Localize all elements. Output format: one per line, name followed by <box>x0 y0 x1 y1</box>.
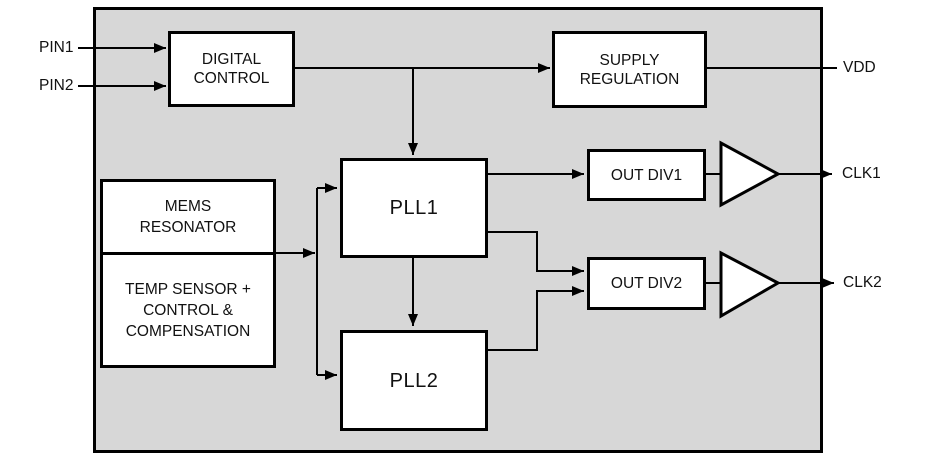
digital-control-label-line2: CONTROL <box>193 70 270 87</box>
wire-pll1-to-out-div2 <box>488 231 584 276</box>
block-temp-sensor: TEMP SENSOR + CONTROL & COMPENSATION <box>103 255 273 365</box>
port-label-vdd: VDD <box>843 59 876 76</box>
output-buffer1-icon <box>719 140 782 208</box>
block-mems-temp-stack: MEMS RESONATOR TEMP SENSOR + CONTROL & C… <box>100 179 276 368</box>
block-out-div2: OUT DIV2 <box>587 257 706 310</box>
output-buffer2-icon <box>719 250 782 319</box>
block-digital-control: DIGITAL CONTROL <box>168 31 295 107</box>
pll2-label: PLL2 <box>389 369 439 392</box>
block-mems-resonator: MEMS RESONATOR <box>103 182 273 255</box>
temp-sensor-label-line1: TEMP SENSOR + <box>125 280 251 298</box>
port-label-pin2: PIN2 <box>39 77 74 94</box>
block-out-div1: OUT DIV1 <box>587 149 706 201</box>
port-label-clk1: CLK1 <box>842 165 881 182</box>
out-div1-label: OUT DIV1 <box>610 166 683 184</box>
mems-resonator-label-line2: RESONATOR <box>139 219 237 236</box>
supply-regulation-label-line1: SUPPLY <box>599 51 660 69</box>
supply-regulation-label-line2: REGULATION <box>579 70 680 88</box>
temp-sensor-label-line3: COMPENSATION <box>125 322 251 340</box>
block-pll2: PLL2 <box>340 330 488 431</box>
block-supply-regulation: SUPPLY REGULATION <box>552 31 707 108</box>
port-label-clk2: CLK2 <box>843 274 882 291</box>
out-div2-label: OUT DIV2 <box>610 275 683 292</box>
mems-resonator-label-line1: MEMS <box>164 198 212 215</box>
port-label-pin1: PIN1 <box>39 39 74 56</box>
block-pll1: PLL1 <box>340 158 488 258</box>
wire-pll2-to-out-div2 <box>488 286 584 351</box>
digital-control-label-line1: DIGITAL <box>201 51 262 68</box>
pll1-label: PLL1 <box>389 197 439 219</box>
temp-sensor-label-line2: CONTROL & <box>143 301 233 319</box>
